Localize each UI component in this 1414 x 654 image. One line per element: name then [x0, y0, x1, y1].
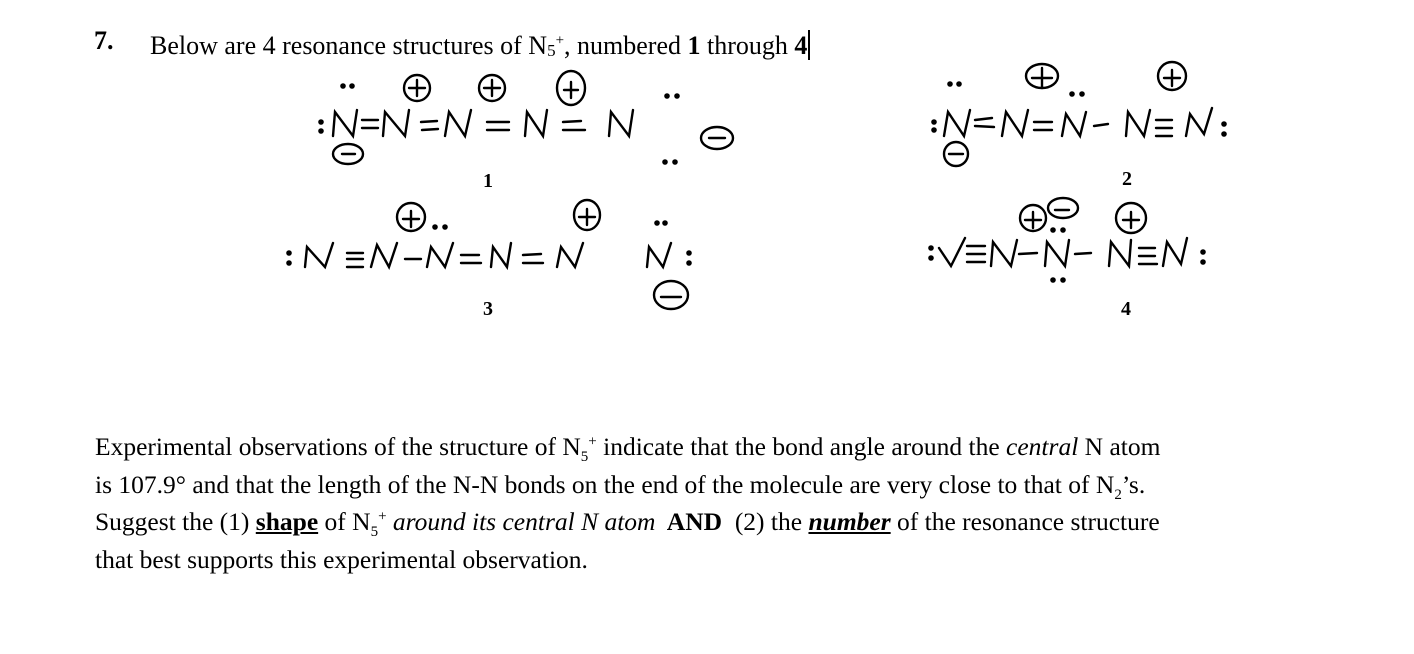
text: of the resonance structure — [890, 507, 1160, 536]
structure-ref: 4 — [794, 31, 808, 60]
emphasis-shape: shape — [255, 507, 319, 536]
structure-ref: 1 — [687, 31, 701, 60]
resonance-structure-2 — [928, 60, 1318, 170]
text: N atom — [1078, 432, 1161, 461]
resonance-structure-1 — [315, 68, 755, 178]
structure-label-4: 4 — [1121, 298, 1131, 320]
text: (2) the — [728, 507, 809, 536]
question-paragraph: Experimental observations of the structu… — [95, 428, 1335, 578]
paragraph-line-2: is 107.9° and that the length of the N-N… — [95, 466, 1335, 504]
text: Experimental observations of the structu… — [95, 432, 581, 461]
lewis-structure-2-drawing — [931, 60, 1227, 168]
structure-label-3: 3 — [483, 298, 493, 320]
subscript: 5 — [580, 449, 589, 466]
subscript: 5 — [370, 524, 379, 541]
intro-text: , numbered — [564, 31, 688, 60]
text: is 107.9° and that the length of the N-N… — [95, 469, 1115, 499]
lewis-structure-1-drawing — [318, 69, 735, 166]
lewis-structure-3-drawing — [286, 198, 692, 311]
paragraph-line-3: Suggest the (1) shape of N5+ around its … — [95, 503, 1335, 541]
text: indicate that the bond angle around the — [596, 432, 1007, 461]
superscript: + — [555, 32, 565, 49]
bold-and: AND — [655, 507, 729, 536]
question-intro: Below are 4 resonance structures of N5+,… — [150, 30, 811, 61]
emphasis-number: number — [808, 507, 891, 536]
superscript: + — [588, 433, 597, 450]
italic-text: central — [1006, 432, 1079, 461]
text: Suggest the (1) — [95, 507, 256, 536]
intro-text: through — [700, 31, 795, 60]
italic-text: around its central N atom — [386, 507, 656, 536]
paragraph-line-4: that best supports this experimental obs… — [95, 544, 588, 574]
resonance-structure-4 — [925, 190, 1325, 300]
superscript: + — [378, 508, 387, 525]
text-cursor — [808, 30, 811, 60]
subscript: 2 — [1114, 486, 1122, 503]
question-number: 7. — [94, 26, 114, 55]
structure-label-2: 2 — [1122, 168, 1132, 190]
paragraph-line-1: Experimental observations of the structu… — [95, 428, 1335, 466]
subscript: 5 — [547, 41, 556, 60]
structure-label-1: 1 — [483, 170, 493, 192]
text: ’s. — [1121, 469, 1146, 499]
resonance-structure-3 — [285, 195, 735, 315]
lewis-structure-4-drawing — [928, 196, 1206, 283]
text: of N — [318, 507, 371, 536]
intro-text: Below are 4 resonance structures of N — [150, 31, 548, 60]
